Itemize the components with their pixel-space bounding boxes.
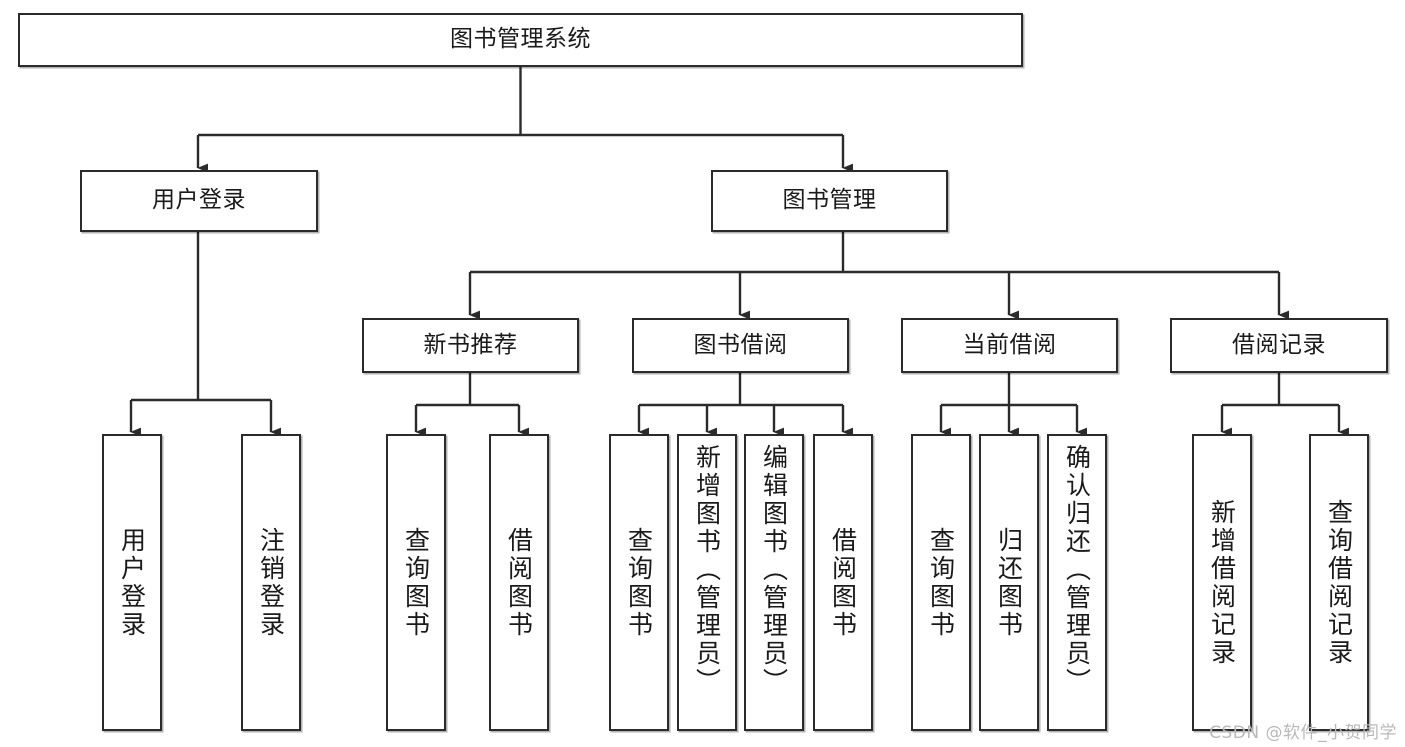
leaf-borrow-book-new-recommend[interactable]: 借阅图书 [489, 434, 549, 731]
leaf-query-book-borrow[interactable]: 查询图书 [609, 434, 669, 731]
node-label: 借阅图书 [504, 526, 534, 639]
leaf-query-book-new-recommend[interactable]: 查询图书 [386, 434, 446, 731]
node-label: 借阅图书 [828, 526, 858, 639]
node-current-borrow[interactable]: 当前借阅 [901, 318, 1118, 373]
node-label: 注销登录 [256, 526, 286, 639]
leaf-return-book[interactable]: 归还图书 [979, 434, 1039, 731]
node-user-login[interactable]: 用户登录 [80, 170, 318, 232]
node-label: 图书借阅 [693, 331, 788, 358]
node-label: 图书管理 [782, 187, 877, 214]
csdn-watermark: CSDN @软件_小贺同学 [1209, 723, 1397, 743]
node-borrow-record[interactable]: 借阅记录 [1170, 318, 1388, 373]
node-label: 用户登录 [117, 526, 147, 639]
node-label: 当前借阅 [962, 331, 1057, 358]
node-label: 查询图书 [401, 526, 431, 639]
node-label: 查询图书 [624, 526, 654, 639]
node-label: 查询借阅记录 [1324, 498, 1354, 667]
node-new-book-recommend[interactable]: 新书推荐 [362, 318, 579, 373]
leaf-query-book-current[interactable]: 查询图书 [911, 434, 971, 731]
node-label: 图书管理系统 [450, 26, 591, 53]
leaf-query-borrow-record[interactable]: 查询借阅记录 [1309, 434, 1369, 731]
node-label: 借阅记录 [1232, 331, 1326, 358]
leaf-logout-login[interactable]: 注销登录 [241, 434, 301, 731]
node-label: 新书推荐 [423, 331, 518, 358]
node-label: 确认归还（管理员） [1062, 444, 1092, 696]
node-label: 归还图书 [994, 526, 1024, 639]
node-book-management[interactable]: 图书管理 [711, 170, 948, 232]
node-label: 查询图书 [926, 526, 956, 639]
leaf-add-borrow-record[interactable]: 新增借阅记录 [1192, 434, 1252, 731]
node-label: 新增图书（管理员） [692, 444, 722, 696]
node-label: 新增借阅记录 [1207, 498, 1237, 667]
leaf-borrow-book-borrow[interactable]: 借阅图书 [813, 434, 873, 731]
leaf-confirm-return-admin[interactable]: 确认归还（管理员） [1047, 434, 1107, 731]
leaf-add-book-admin[interactable]: 新增图书（管理员） [677, 434, 737, 731]
leaf-edit-book-admin[interactable]: 编辑图书（管理员） [744, 434, 804, 731]
node-root-book-management-system[interactable]: 图书管理系统 [18, 13, 1023, 67]
node-label: 编辑图书（管理员） [759, 444, 789, 696]
node-book-borrow[interactable]: 图书借阅 [632, 318, 849, 373]
leaf-user-login[interactable]: 用户登录 [102, 434, 162, 731]
node-label: 用户登录 [152, 187, 246, 214]
